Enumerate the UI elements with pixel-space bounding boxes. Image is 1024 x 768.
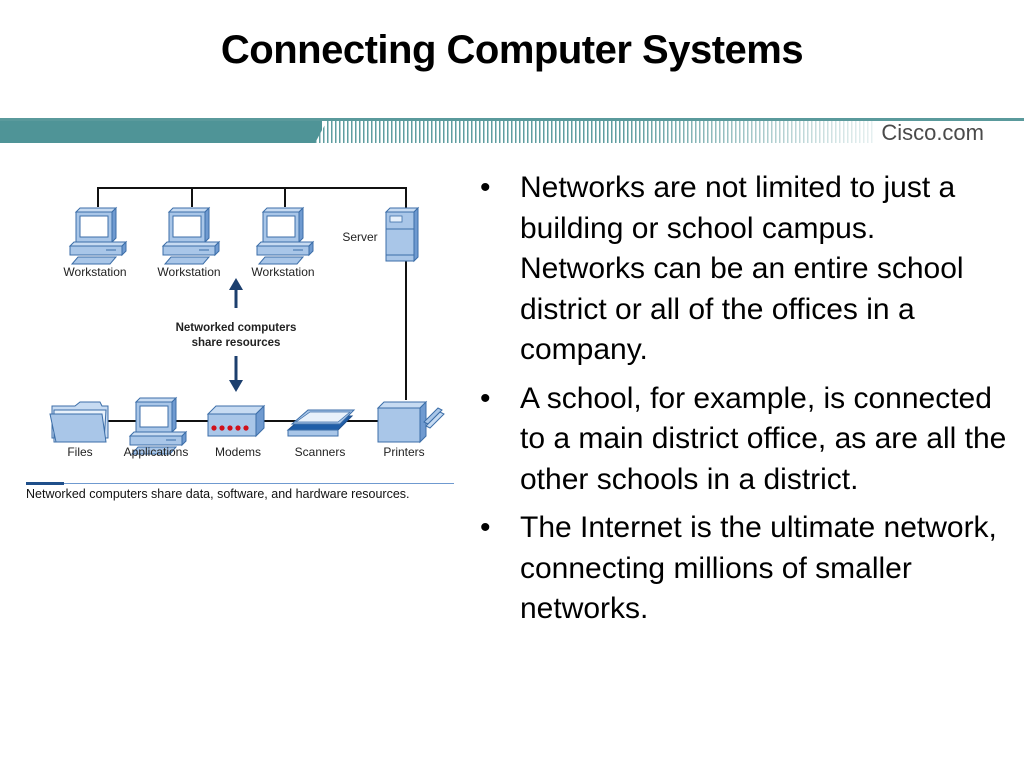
cisco-brand: Cisco.com — [881, 120, 984, 145]
label-scanners: Scanners — [294, 445, 346, 459]
banner-top-line — [0, 118, 1024, 121]
printer-icon — [376, 400, 445, 444]
label-workstation-3: Workstation — [251, 265, 315, 279]
workstation-icon — [69, 207, 127, 265]
label-files: Files — [67, 445, 93, 459]
slide-title: Connecting Computer Systems — [220, 28, 804, 72]
center-caption: Networked computers share resources — [156, 321, 316, 351]
up-arrow-icon — [229, 278, 243, 308]
down-arrow-icon — [229, 356, 243, 392]
bullet-list: • Networks are not limited to just a bui… — [478, 168, 1008, 638]
label-printers: Printers — [383, 445, 425, 459]
bullet-glyph: • — [480, 511, 491, 544]
caption-accent — [26, 482, 64, 485]
network-diagram: Workstation Workstation Workstation Serv… — [20, 160, 460, 510]
network-lines — [97, 187, 407, 422]
bullet-glyph: • — [480, 171, 491, 204]
bullet-glyph: • — [480, 381, 491, 415]
banner-solid-bar — [0, 121, 322, 143]
figure-caption: Networked computers share data, software… — [26, 487, 410, 501]
diagram-canvas — [26, 187, 454, 485]
label-applications: Applications — [123, 445, 189, 459]
bullet-text: A school, for example, is connected to a… — [520, 381, 1007, 496]
center-caption-line-2: share resources — [191, 337, 281, 349]
label-workstation-1: Workstation — [63, 265, 127, 279]
bullet-item: • The Internet is the ultimate network, … — [478, 508, 1008, 630]
cisco-banner: Cisco.com — [0, 118, 1024, 146]
label-workstation-2: Workstation — [157, 265, 221, 279]
folder-icon — [49, 401, 109, 443]
banner-stripes — [315, 121, 875, 143]
bullet-text: The Internet is the ultimate network, co… — [520, 511, 997, 625]
center-caption-line-1: Networked computers — [175, 322, 297, 334]
scanner-icon — [286, 409, 356, 437]
workstation-icon — [162, 207, 220, 265]
bullet-text: Networks are not limited to just a build… — [520, 171, 964, 366]
bullet-item: • A school, for example, is connected to… — [478, 379, 1008, 501]
server-icon — [384, 206, 420, 263]
label-server: Server — [342, 230, 378, 244]
bullet-item: • Networks are not limited to just a bui… — [478, 168, 1008, 371]
label-modems: Modems — [214, 445, 261, 459]
modem-icon — [206, 404, 266, 438]
workstation-icon — [256, 207, 314, 265]
